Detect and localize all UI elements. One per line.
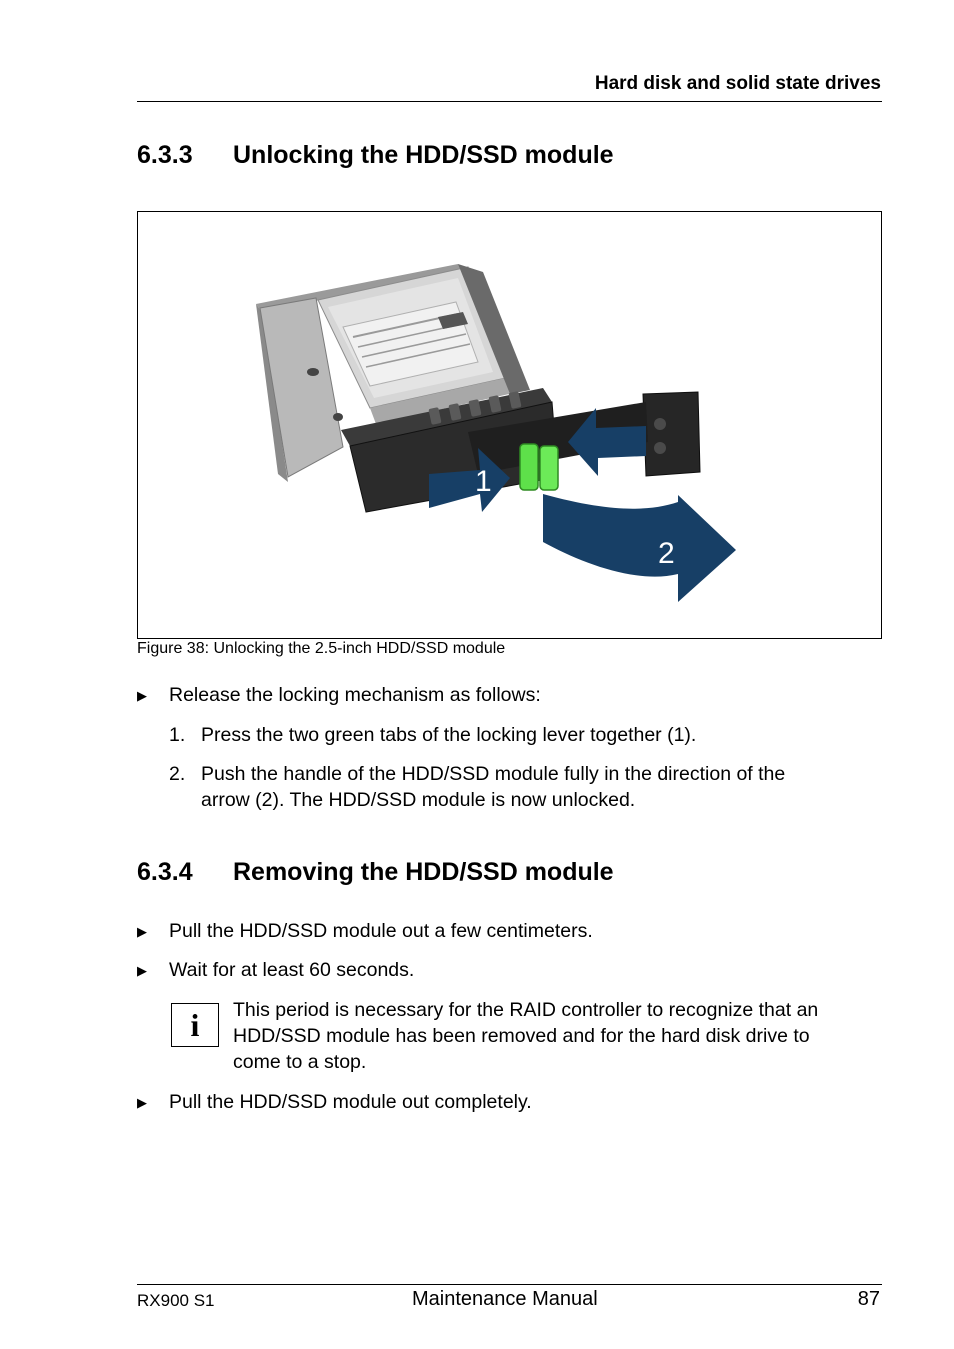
footer-rule bbox=[137, 1284, 882, 1285]
step-intro: Release the locking mechanism as follows… bbox=[169, 684, 541, 706]
section-title: Removing the HDD/SSD module bbox=[233, 858, 614, 886]
step-text-continued: arrow (2). The HDD/SSD module is now unl… bbox=[201, 789, 636, 811]
callout-1: 1 bbox=[475, 465, 492, 498]
green-tab-right bbox=[539, 445, 559, 491]
bullet-triangle: ▶ bbox=[137, 963, 147, 978]
page-number: 87 bbox=[857, 1288, 880, 1310]
step-number: 2. bbox=[169, 763, 186, 785]
removal-step: Wait for at least 60 seconds. bbox=[169, 959, 415, 981]
running-header: Hard disk and solid state drives bbox=[594, 73, 881, 94]
bullet-triangle: ▶ bbox=[137, 1095, 147, 1110]
bullet-triangle: ▶ bbox=[137, 688, 147, 703]
hdd-module-illustration: 1 2 bbox=[256, 264, 736, 602]
step-text: Press the two green tabs of the locking … bbox=[201, 724, 697, 746]
info-icon: i bbox=[171, 1003, 219, 1047]
push-arrow-right bbox=[568, 408, 646, 476]
callout-2: 2 bbox=[658, 537, 675, 570]
green-tab-left bbox=[519, 443, 539, 491]
info-note-line: This period is necessary for the RAID co… bbox=[233, 999, 819, 1021]
step-number: 1. bbox=[169, 724, 186, 746]
removal-step: Pull the HDD/SSD module out completely. bbox=[169, 1091, 532, 1113]
figure-caption: Figure 38: Unlocking the 2.5-inch HDD/SS… bbox=[137, 640, 506, 657]
footer-product: RX900 S1 bbox=[137, 1291, 215, 1310]
header-rule bbox=[137, 101, 882, 102]
info-note-line: HDD/SSD module has been removed and for … bbox=[233, 1025, 810, 1047]
section-title: Unlocking the HDD/SSD module bbox=[233, 141, 614, 169]
info-icon-glyph: i bbox=[190, 1007, 200, 1043]
pivot-arrow bbox=[543, 494, 736, 602]
bullet-triangle: ▶ bbox=[137, 924, 147, 939]
section-number: 6.3.3 bbox=[137, 141, 193, 169]
push-arrow-left bbox=[429, 448, 510, 512]
removal-step: Pull the HDD/SSD module out a few centim… bbox=[169, 920, 593, 942]
info-note-line: come to a stop. bbox=[233, 1051, 367, 1073]
step-text: Push the handle of the HDD/SSD module fu… bbox=[201, 763, 786, 785]
footer-manual-title: Maintenance Manual bbox=[412, 1288, 598, 1310]
section-number: 6.3.4 bbox=[137, 858, 193, 886]
figure-frame: 1 2 bbox=[137, 211, 882, 639]
